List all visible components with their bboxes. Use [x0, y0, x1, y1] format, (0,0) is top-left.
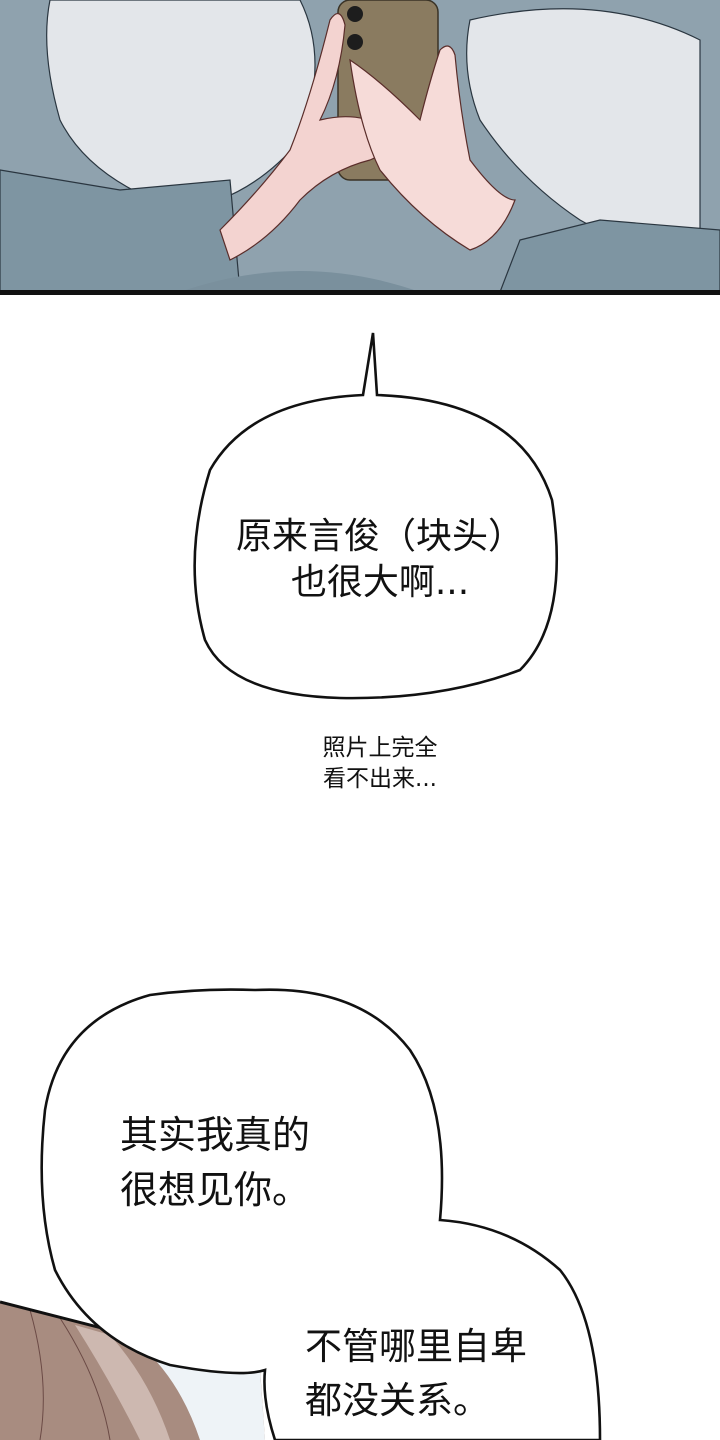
speech-bubble-2-3-outline — [40, 988, 602, 1440]
panel-hands-phone — [0, 0, 720, 292]
speech-line: 不管哪里自卑 — [305, 1325, 527, 1368]
speech-line: 都没关系。 — [305, 1378, 490, 1422]
speech-line: 也很大啊... — [290, 562, 470, 604]
caption-line: 看不出来... — [323, 766, 437, 793]
panel-border — [0, 290, 720, 295]
narration-caption: 照片上完全 看不出来... — [290, 733, 470, 795]
speech-bubble-1: 原来言俊（块头） 也很大啊... — [200, 514, 560, 606]
speech-line: 很想见你。 — [120, 1168, 311, 1213]
speech-bubble-3: 不管哪里自卑 都没关系。 — [305, 1320, 585, 1427]
speech-line: 其实我真的 — [120, 1113, 311, 1157]
speech-bubble-2: 其实我真的 很想见你。 — [120, 1108, 380, 1218]
caption-line: 照片上完全 — [322, 735, 438, 761]
illustration-hands-phone — [0, 0, 720, 292]
speech-bubble-1-outline — [193, 332, 559, 700]
speech-line: 原来言俊（块头） — [235, 516, 524, 557]
